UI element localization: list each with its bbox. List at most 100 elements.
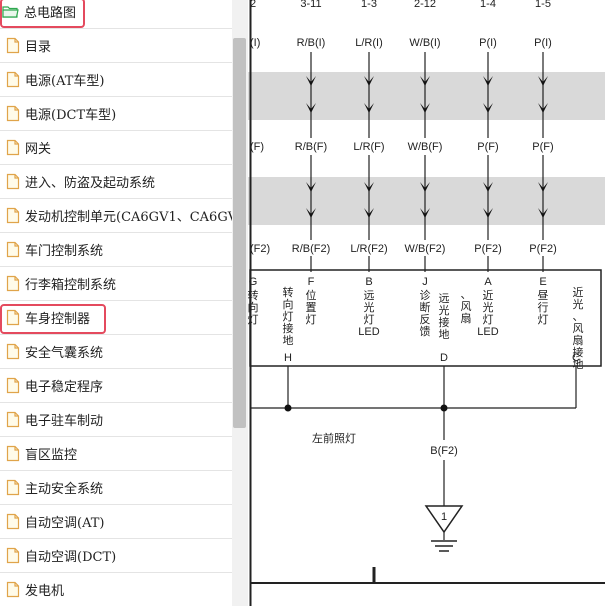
terminal-label-char: 昼 xyxy=(538,289,549,302)
document-icon xyxy=(6,105,20,122)
terminal-label-char: 断 xyxy=(420,300,431,314)
sidebar-item[interactable]: 电源(DCT车型) xyxy=(0,97,232,131)
document-icon xyxy=(6,581,20,598)
document-icon xyxy=(6,445,20,462)
highlight-box xyxy=(0,0,85,28)
terminal-label-char: 远 xyxy=(364,289,375,302)
wire-label: W/B(F2) xyxy=(405,243,446,255)
connector-arrow xyxy=(306,76,316,86)
document-icon xyxy=(6,479,20,496)
sidebar-item-label: 车门控制系统 xyxy=(25,244,104,259)
scrollbar-thumb[interactable] xyxy=(233,38,246,428)
terminal-label-char: 灯 xyxy=(483,313,494,326)
connector-arrow xyxy=(483,76,493,86)
folder-open-icon xyxy=(2,3,19,20)
side-label-char: 近 xyxy=(573,286,584,299)
document-icon xyxy=(6,139,20,156)
sidebar-item[interactable]: 电源(AT车型) xyxy=(0,63,232,97)
sidebar-item[interactable]: 发动机控制单元(CA6GV1、CA6GV2 xyxy=(0,199,232,233)
wire-label: R/B(F2) xyxy=(292,243,331,255)
ground-symbol xyxy=(424,505,464,534)
sidebar-item[interactable]: 电子稳定程序 xyxy=(0,369,232,403)
sidebar-item[interactable]: 行李箱控制系统 xyxy=(0,267,232,301)
sidebar-item[interactable]: 进入、防盗及起动系统 xyxy=(0,165,232,199)
sidebar-item[interactable]: 电子驻车制动 xyxy=(0,403,232,437)
connector-arrow xyxy=(538,76,548,86)
sidebar-item[interactable]: 目录 xyxy=(0,29,232,63)
terminal-label-char: 灯 xyxy=(538,313,549,326)
side-label-char: 光 xyxy=(573,297,584,311)
sidebar: 总电路图目录电源(AT车型)电源(DCT车型) 网关进入、防盗及起动系统发动机控制… xyxy=(0,0,232,606)
side-label-char: 光 xyxy=(439,303,450,317)
terminal-letter: J xyxy=(422,276,428,288)
sidebar-item-label: 网关 xyxy=(25,142,52,157)
wire-label: P(F2) xyxy=(529,243,557,255)
sidebar-item-label: 总电路图 xyxy=(24,6,77,21)
highlight-box xyxy=(0,304,106,334)
sidebar-item-label: 车身控制器 xyxy=(25,312,91,327)
connector-arrow xyxy=(306,182,316,192)
sidebar-item[interactable]: 网关 xyxy=(0,131,232,165)
document-icon xyxy=(6,275,20,292)
connector-arrow xyxy=(364,103,374,113)
pin-label: 1-4 xyxy=(480,0,496,10)
connector-band xyxy=(248,177,605,225)
wire-label: P(F) xyxy=(477,141,498,153)
ground-id: 1 xyxy=(441,511,447,523)
sidebar-item[interactable]: 车门控制系统 xyxy=(0,233,232,267)
connector-arrow xyxy=(538,103,548,113)
sidebar-item[interactable]: 盲区监控 xyxy=(0,437,232,471)
terminal-label-char: 置 xyxy=(306,301,317,314)
sidebar-item-label: 盲区监控 xyxy=(25,448,78,463)
side-label-char: 地 xyxy=(573,358,584,371)
wire-label: P(F2) xyxy=(474,243,502,255)
side-label-char: 地 xyxy=(439,328,450,341)
terminal-label-char: 灯 xyxy=(364,313,375,326)
terminal-label-char: 向 xyxy=(283,297,294,311)
component-name: 左前照灯 xyxy=(312,431,356,445)
connector-arrow xyxy=(364,208,374,218)
connector-arrow xyxy=(483,103,493,113)
sidebar-item-label: 行李箱控制系统 xyxy=(25,278,117,293)
side-label-char: 风 xyxy=(461,300,472,313)
side-label-char: 远 xyxy=(439,292,450,305)
wire-label: L/R(I) xyxy=(355,37,383,49)
terminal-label-char: 行 xyxy=(538,301,549,314)
sidebar-item[interactable]: 车身控制器 xyxy=(0,301,232,335)
terminal-letter: H xyxy=(284,352,292,364)
wire-label: P(F) xyxy=(532,141,553,153)
sidebar-item-label: 安全气囊系统 xyxy=(25,346,104,361)
wire-label: (F2) xyxy=(250,243,270,255)
terminal-label-char: 向 xyxy=(248,300,259,314)
terminal-letter: F xyxy=(308,276,315,288)
diagram-canvas: 2(I)(F)(F2)3-11R/B(I)R/B(F)R/B(F2)1-3L/R… xyxy=(248,0,605,606)
sidebar-item[interactable]: 自动空调(AT) xyxy=(0,505,232,539)
connector-arrow xyxy=(538,208,548,218)
wire-label: R/B(I) xyxy=(297,37,326,49)
sidebar-item[interactable]: 安全气囊系统 xyxy=(0,335,232,369)
terminal-label-char: 地 xyxy=(283,334,294,347)
sidebar-item[interactable]: 自动空调(DCT) xyxy=(0,539,232,573)
document-icon xyxy=(6,547,20,564)
connector-arrow xyxy=(538,182,548,192)
connector-band xyxy=(248,72,605,120)
pin-label: 1-5 xyxy=(535,0,551,10)
wire-label: P(I) xyxy=(479,37,497,49)
side-label-char: 扇 xyxy=(573,333,584,347)
wire-label: W/B(F) xyxy=(408,141,443,153)
wire-label: (F) xyxy=(250,141,264,153)
terminal-letter: A xyxy=(484,276,492,288)
sidebar-item[interactable]: 发电机 xyxy=(0,573,232,606)
connector-arrow xyxy=(306,103,316,113)
side-label-char: 、 xyxy=(461,288,472,301)
sidebar-item-label: 进入、防盗及起动系统 xyxy=(25,176,156,191)
sidebar-item[interactable]: 主动安全系统 xyxy=(0,471,232,505)
document-icon xyxy=(6,513,20,530)
document-icon xyxy=(6,241,20,258)
pin-label: 2 xyxy=(250,0,256,10)
terminal-letter: C xyxy=(572,352,580,364)
sidebar-item[interactable]: 总电路图 xyxy=(0,0,232,29)
sidebar-item-label: 主动安全系统 xyxy=(25,482,104,497)
wire-label: W/B(I) xyxy=(409,37,440,49)
terminal-label-char: 馈 xyxy=(420,325,431,338)
